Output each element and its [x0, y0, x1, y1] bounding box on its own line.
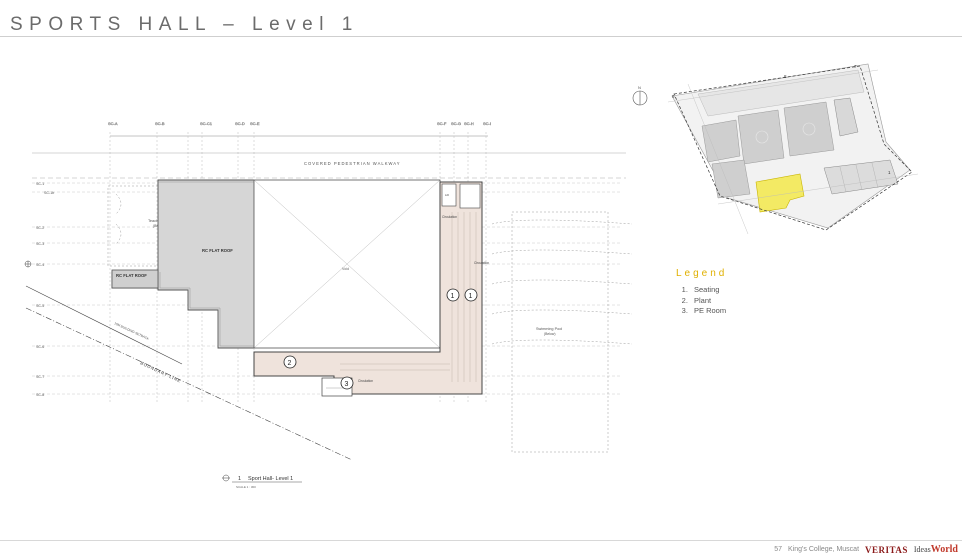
project-name: King's College, Muscat: [788, 546, 860, 553]
void-label: Void: [342, 267, 349, 271]
grid-left-labels: SC-1 SC-1b SC-2 SC-3 SC-4 SC-5 SC-6 SC-7…: [36, 182, 54, 397]
marker-1a-label: 1: [451, 293, 455, 300]
marker-3: 3: [340, 376, 354, 390]
grid-left-label: SC-2: [36, 226, 44, 230]
circulation-label-3: Circulation: [358, 379, 373, 383]
legend-item: PE Room: [690, 306, 727, 317]
swimming-pool: [491, 211, 633, 453]
rc-flat-roof-small: [111, 269, 159, 289]
boundary-label: BOUNDARY LINE: [140, 360, 182, 383]
setback-label: 10M BUILDING SETBACK: [114, 321, 151, 341]
legend-title: Legend: [676, 268, 728, 279]
ideas-logo-suffix: World: [930, 544, 958, 555]
page-title: SPORTS HALL – Level 1: [10, 14, 359, 35]
site-number: 9: [672, 94, 675, 99]
ideas-world-logo: IdeasWorld: [914, 544, 958, 555]
grid-top-label: SC-D: [235, 121, 245, 126]
marker-1b: 1: [464, 288, 478, 302]
north-arrow-site: N: [632, 85, 648, 106]
footer: 57 King's College, Muscat VERITAS IdeasW…: [774, 544, 958, 555]
roof-label-1: RC FLAT ROOF: [202, 248, 233, 253]
marker-1b-label: 1: [469, 293, 473, 300]
site-number: 8: [784, 74, 787, 79]
floor-plan: SC-A SC-B SC-C1 SC-D SC-E SC-F SC-G SC-H…: [24, 121, 633, 489]
lift: [441, 183, 457, 207]
swimming-pool-sub: (Below): [544, 332, 556, 336]
circulation-label-1: Circulation: [442, 215, 457, 219]
grid-left-label: SC-7: [36, 375, 44, 379]
legend: Legend Seating Plant PE Room: [676, 268, 727, 317]
marker-2: 2: [283, 355, 297, 369]
marker-1a: 1: [446, 288, 460, 302]
legend-item: Seating: [690, 285, 727, 296]
grid-top-labels: SC-A SC-B SC-C1 SC-D SC-E SC-F SC-G SC-H…: [108, 121, 491, 126]
drawing-scale: SCALE 1 : 300: [236, 485, 256, 489]
walkway: COVERED PEDESTRIAN WALKWAY: [32, 152, 626, 179]
swimming-pool-label: Swimming Pool: [536, 327, 562, 331]
north-arrow-plan: [24, 260, 32, 268]
site-map: 7 8 9 1 N: [632, 63, 962, 235]
marker-2-label: 2: [288, 360, 292, 367]
lift-label: Lift: [445, 193, 449, 197]
stair-core: [459, 183, 481, 209]
grid-top-label: SC-F: [437, 121, 447, 126]
circulation-label-2: Circulation: [474, 261, 489, 265]
north-label: N: [638, 85, 641, 90]
legend-list: Seating Plant PE Room: [676, 285, 727, 317]
grid-left-label: SC-1: [36, 182, 44, 186]
title-divider: [0, 36, 962, 37]
footer-divider: [0, 540, 962, 541]
grid-left-label: SC-8: [36, 393, 44, 397]
drawing-title: Sport Hall- Level 1: [248, 476, 293, 482]
marker-3-label: 3: [345, 381, 349, 388]
circulation-area: [253, 181, 483, 395]
veritas-logo: VERITAS: [865, 544, 908, 555]
grid-left-label: SC-1b: [44, 191, 54, 195]
grid-top-label: SC-G: [451, 121, 461, 126]
grid-top-label: SC-C1: [200, 121, 213, 126]
boundary-lines: [25, 285, 353, 461]
walkway-label: COVERED PEDESTRIAN WALKWAY: [304, 161, 401, 166]
site-number: 7: [854, 64, 857, 69]
roof-label-2: RC FLAT ROOF: [116, 273, 147, 278]
grid-top-label: SC-H: [464, 121, 474, 126]
grid-left-label: SC-4: [36, 263, 44, 267]
legend-item: Plant: [690, 296, 727, 307]
grid-top-label: SC-I: [483, 121, 491, 126]
grid-left-label: SC-6: [36, 345, 44, 349]
ideas-logo-prefix: Ideas: [913, 545, 931, 554]
grid-top-label: SC-E: [250, 121, 260, 126]
drawing-title-block: 1 Sport Hall- Level 1 SCALE 1 : 300: [222, 474, 302, 489]
grid-left-label: SC-5: [36, 304, 44, 308]
grid-top-label: SC-B: [155, 121, 165, 126]
void-cross: [253, 179, 441, 349]
grid-left-label: SC-3: [36, 242, 44, 246]
grid-top-label: SC-A: [108, 121, 118, 126]
drawing-number: 1: [238, 476, 241, 482]
sports-hall-highlight: [755, 173, 805, 213]
sports-fields: [701, 101, 835, 199]
page-number: 57: [774, 546, 783, 553]
site-number: 1: [888, 170, 891, 175]
